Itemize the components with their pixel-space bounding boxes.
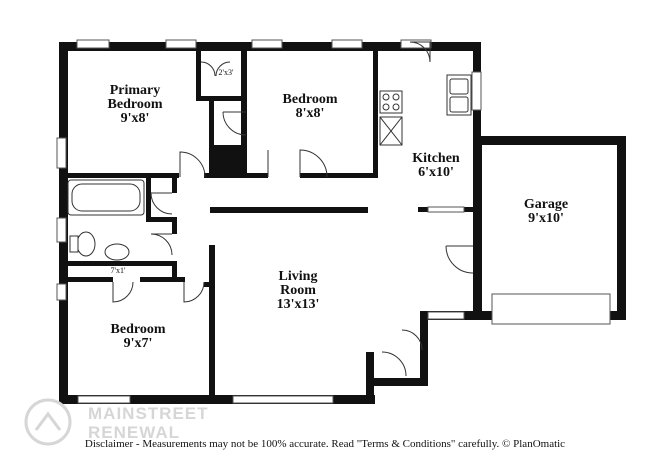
hall-closet-size: 7'x1' [111, 266, 126, 275]
kitchen-size: 6'x10' [418, 165, 454, 180]
mainstreet-watermark: MAINSTREET RENEWAL [22, 396, 222, 456]
living-room-name-1: Living [279, 269, 318, 284]
watermark-line-1: MAINSTREET [88, 404, 209, 423]
primary-bedroom-size: 9'x8' [121, 111, 150, 126]
fixtures [67, 74, 472, 261]
primary-bedroom-name-2: Bedroom [108, 97, 163, 112]
bedroom-bottom-name: Bedroom [111, 322, 166, 337]
garage-name: Garage [524, 197, 568, 212]
windows [56, 39, 611, 404]
living-room-name-2: Room [280, 283, 316, 298]
bedroom-bottom-size: 9'x7' [124, 336, 153, 351]
door-swings [112, 41, 474, 377]
toilet [76, 231, 96, 257]
disclaimer-text: Disclaimer - Measurements may not be 100… [84, 438, 566, 450]
watermark-text: MAINSTREET RENEWAL [88, 404, 209, 442]
primary-bedroom-name-1: Primary [110, 83, 161, 98]
living-room-size: 13'x13' [277, 297, 320, 312]
watermark-line-2: RENEWAL [88, 423, 180, 442]
bathroom-sink [104, 243, 130, 261]
garage-size: 9'x10' [528, 211, 564, 226]
mainstreet-logo-icon [24, 398, 72, 446]
stove [379, 90, 403, 114]
bedroom-top-name: Bedroom [283, 92, 338, 107]
bedroom-top-size: 8'x8' [296, 106, 325, 121]
kitchen-name: Kitchen [412, 151, 460, 166]
primary-closet-size: 2'x3' [219, 68, 234, 77]
